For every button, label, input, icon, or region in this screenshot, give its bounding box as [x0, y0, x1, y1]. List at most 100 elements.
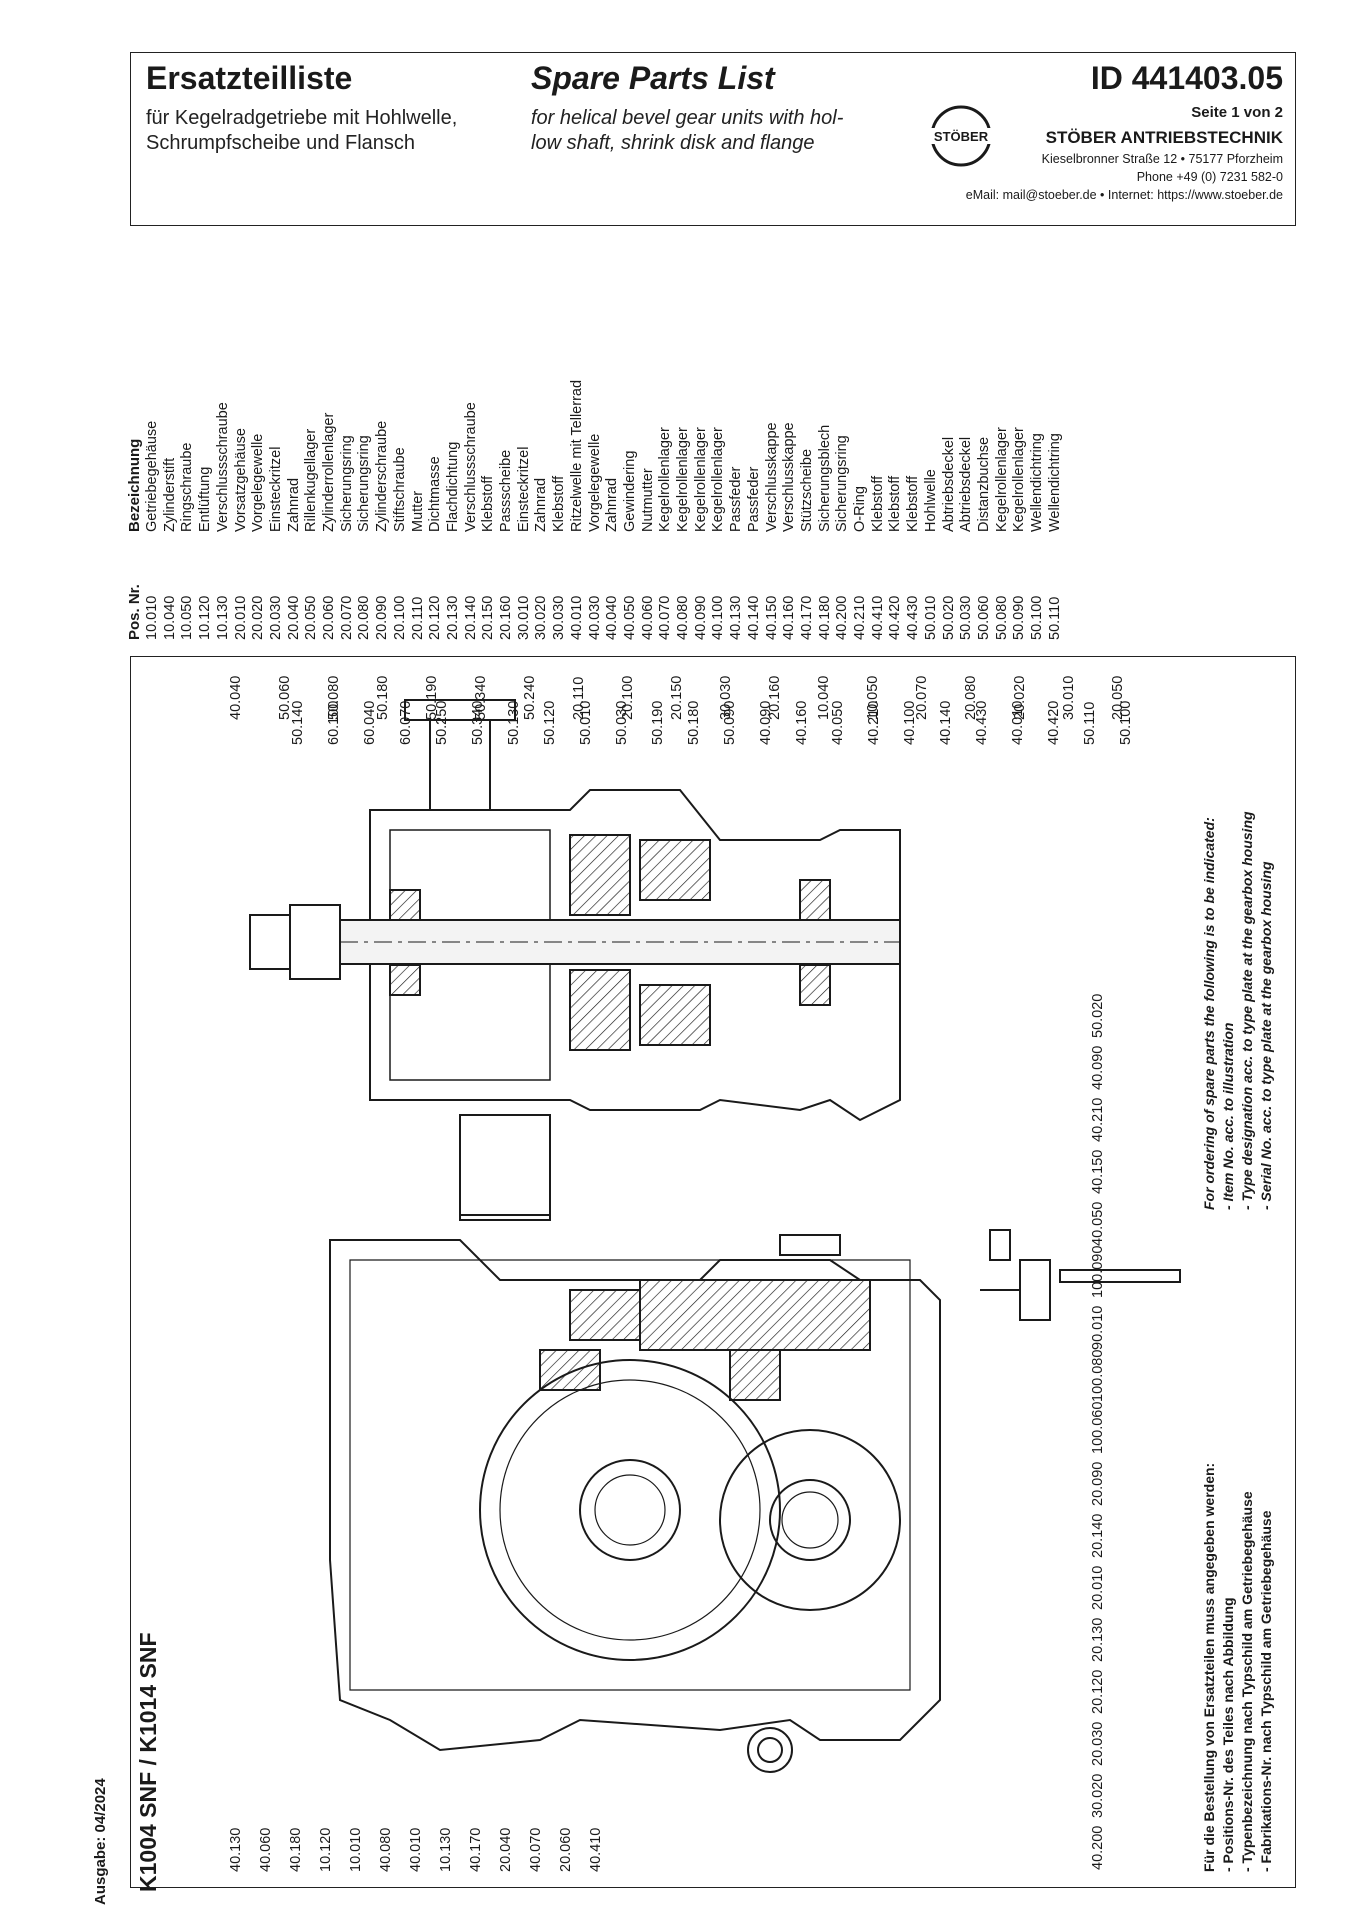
title-de: Ersatzteilliste — [146, 60, 353, 96]
order-note-de-l3: - Fabrikations-Nr. nach Typschild am Get… — [1258, 1510, 1274, 1872]
subtitle-en-2: low shaft, shrink disk and flange — [531, 132, 815, 154]
company-phone: Phone +49 (0) 7231 582-0 — [1136, 170, 1283, 184]
callout-bottom: 40.090 — [1090, 1045, 1106, 1090]
callout-right: 50.100 — [1118, 700, 1134, 745]
parts-pos-cell: 50.010 — [922, 595, 939, 640]
exploded-drawing — [160, 660, 1290, 1885]
parts-pos-cell: 40.170 — [798, 595, 815, 640]
parts-desc-cell: Getriebegehäuse — [144, 420, 160, 532]
logo-text: STÖBER — [934, 129, 989, 144]
parts-desc-cell: Abtriebsdeckel — [940, 436, 957, 532]
parts-pos-cell: 50.080 — [993, 595, 1010, 640]
subtitle-en-1: for helical bevel gear units with hol- — [531, 107, 844, 129]
parts-pos-cell: 20.010 — [232, 595, 249, 640]
parts-desc-cell: Kegelrollenlager — [1011, 427, 1028, 532]
callout-right: 50.340 — [470, 700, 486, 745]
parts-desc-cell: Verschlussschraube — [462, 402, 479, 532]
callout-bottom: 100.090 — [1090, 1245, 1106, 1298]
callout-left: 40.070 — [528, 1827, 544, 1872]
callout-bottom: 100.080 — [1090, 1349, 1106, 1402]
callout-right: 40.430 — [974, 700, 990, 745]
parts-pos-cell: 20.130 — [444, 595, 461, 640]
parts-pos-cell: 40.100 — [710, 595, 727, 640]
parts-pos-cell: 10.040 — [161, 595, 178, 640]
callout-bottom: 50.020 — [1090, 993, 1106, 1038]
parts-pos-cell: 40.430 — [905, 595, 922, 640]
parts-desc-cell: Rillenkugellager — [303, 428, 320, 532]
order-note-de-l1: - Positions-Nr. des Teiles nach Abbildun… — [1220, 1597, 1236, 1872]
parts-col-desc: Bezeichnung — [126, 438, 143, 532]
callout-left: 10.010 — [348, 1827, 364, 1872]
parts-pos-cell: 20.090 — [374, 595, 391, 640]
parts-desc-cell: Wellendichtring — [1029, 433, 1045, 532]
parts-pos-cell: 40.180 — [816, 595, 833, 640]
parts-desc-cell: Zylinderrollenlager — [321, 412, 337, 532]
callout-right: 40.010 — [1010, 700, 1026, 745]
parts-desc-cell: Wellendichtring — [1046, 433, 1063, 532]
company-address: Kieselbronner Straße 12 • 75177 Pforzhei… — [1041, 152, 1283, 166]
callout-right: 50.140 — [290, 700, 306, 745]
order-note-de-title: Für die Bestellung von Ersatzteilen muss… — [1201, 1462, 1217, 1872]
callout-bottom: 40.210 — [1090, 1097, 1106, 1142]
order-note-de-l2: - Typenbezeichnung nach Typschild am Get… — [1239, 1491, 1255, 1872]
callout-left: 20.060 — [558, 1827, 574, 1872]
parts-desc-cell: Einsteckritzel — [267, 446, 284, 532]
parts-pos-cell: 30.020 — [533, 595, 550, 640]
callout-left: 10.120 — [318, 1827, 334, 1872]
callout-bottom: 20.010 — [1090, 1565, 1106, 1610]
callout-bottom: 30.020 — [1090, 1773, 1106, 1818]
parts-pos-cell: 40.030 — [586, 595, 603, 640]
parts-pos-cell: 10.050 — [179, 595, 196, 640]
parts-pos-cell: 10.130 — [214, 595, 231, 640]
callout-right: 50.120 — [542, 700, 558, 745]
callout-left: 10.130 — [438, 1827, 454, 1872]
callout-bottom: 90.010 — [1090, 1305, 1106, 1350]
parts-pos-cell: 20.080 — [356, 595, 373, 640]
parts-desc-cell: Kegelrollenlager — [657, 427, 674, 532]
callout-bottom: 100.060 — [1090, 1401, 1106, 1454]
parts-pos-cell: 20.110 — [409, 596, 426, 640]
callout-right: 50.250 — [434, 700, 450, 745]
parts-desc-cell: Zahnrad — [533, 477, 550, 532]
parts-desc-cell: Vorsatzgehäuse — [232, 428, 249, 532]
parts-pos-cell: 50.100 — [1029, 595, 1045, 640]
parts-pos-cell: 20.030 — [267, 595, 284, 640]
callout-right: 50.190 — [650, 700, 666, 745]
parts-pos-cell: 40.050 — [621, 595, 638, 640]
parts-pos-cell: 40.040 — [604, 595, 621, 640]
page-indicator: Seite 1 von 2 — [1191, 104, 1283, 121]
parts-desc-cell: Stiftschraube — [391, 447, 408, 532]
order-note-en-l1: - Item No. acc. to illustration — [1220, 1022, 1236, 1210]
parts-pos-cell: 40.130 — [728, 595, 745, 640]
callout-right: 40.160 — [794, 700, 810, 745]
order-note-en-title: For ordering of spare parts the followin… — [1201, 817, 1217, 1210]
parts-pos-cell: 40.090 — [692, 595, 709, 640]
parts-desc-cell: Verschlusskappe — [763, 422, 780, 532]
parts-pos-cell: 40.420 — [887, 595, 904, 640]
parts-pos-cell: 40.140 — [745, 595, 762, 640]
callout-top: 30.010 — [1061, 675, 1077, 720]
order-note-en-l2: - Type designation acc. to type plate at… — [1239, 811, 1255, 1210]
parts-desc-cell: Kegelrollenlager — [710, 427, 727, 532]
parts-pos-cell: 50.060 — [975, 595, 992, 640]
parts-desc-cell: Mutter — [409, 490, 426, 532]
subtitle-de-2: Schrumpfscheibe und Flansch — [146, 132, 416, 154]
parts-desc-cell: Passfeder — [745, 466, 762, 532]
callout-bottom: 20.130 — [1090, 1617, 1106, 1662]
parts-desc-cell: Dichtmasse — [427, 456, 444, 532]
parts-pos-cell: 30.010 — [515, 595, 532, 640]
order-note-en: For ordering of spare parts the followin… — [1200, 811, 1276, 1210]
parts-pos-cell: 40.080 — [675, 595, 691, 640]
parts-pos-cell: 20.150 — [480, 595, 497, 640]
parts-desc-cell: Entlüftung — [197, 466, 214, 532]
parts-pos-cell: 20.140 — [462, 595, 479, 640]
parts-desc-cell: Klebstoff — [480, 475, 497, 532]
parts-desc-cell: Hohlwelle — [922, 469, 939, 532]
parts-pos-cell: 40.410 — [869, 595, 886, 640]
parts-desc-cell: Nutmutter — [639, 468, 656, 532]
parts-pos-cell: 40.210 — [852, 595, 868, 640]
parts-pos-cell: 20.160 — [498, 595, 514, 640]
subtitle-de-1: für Kegelradgetriebe mit Hohlwelle, — [146, 107, 458, 129]
callout-left: 40.180 — [288, 1827, 304, 1872]
document-id: ID 441403.05 — [1090, 60, 1283, 96]
